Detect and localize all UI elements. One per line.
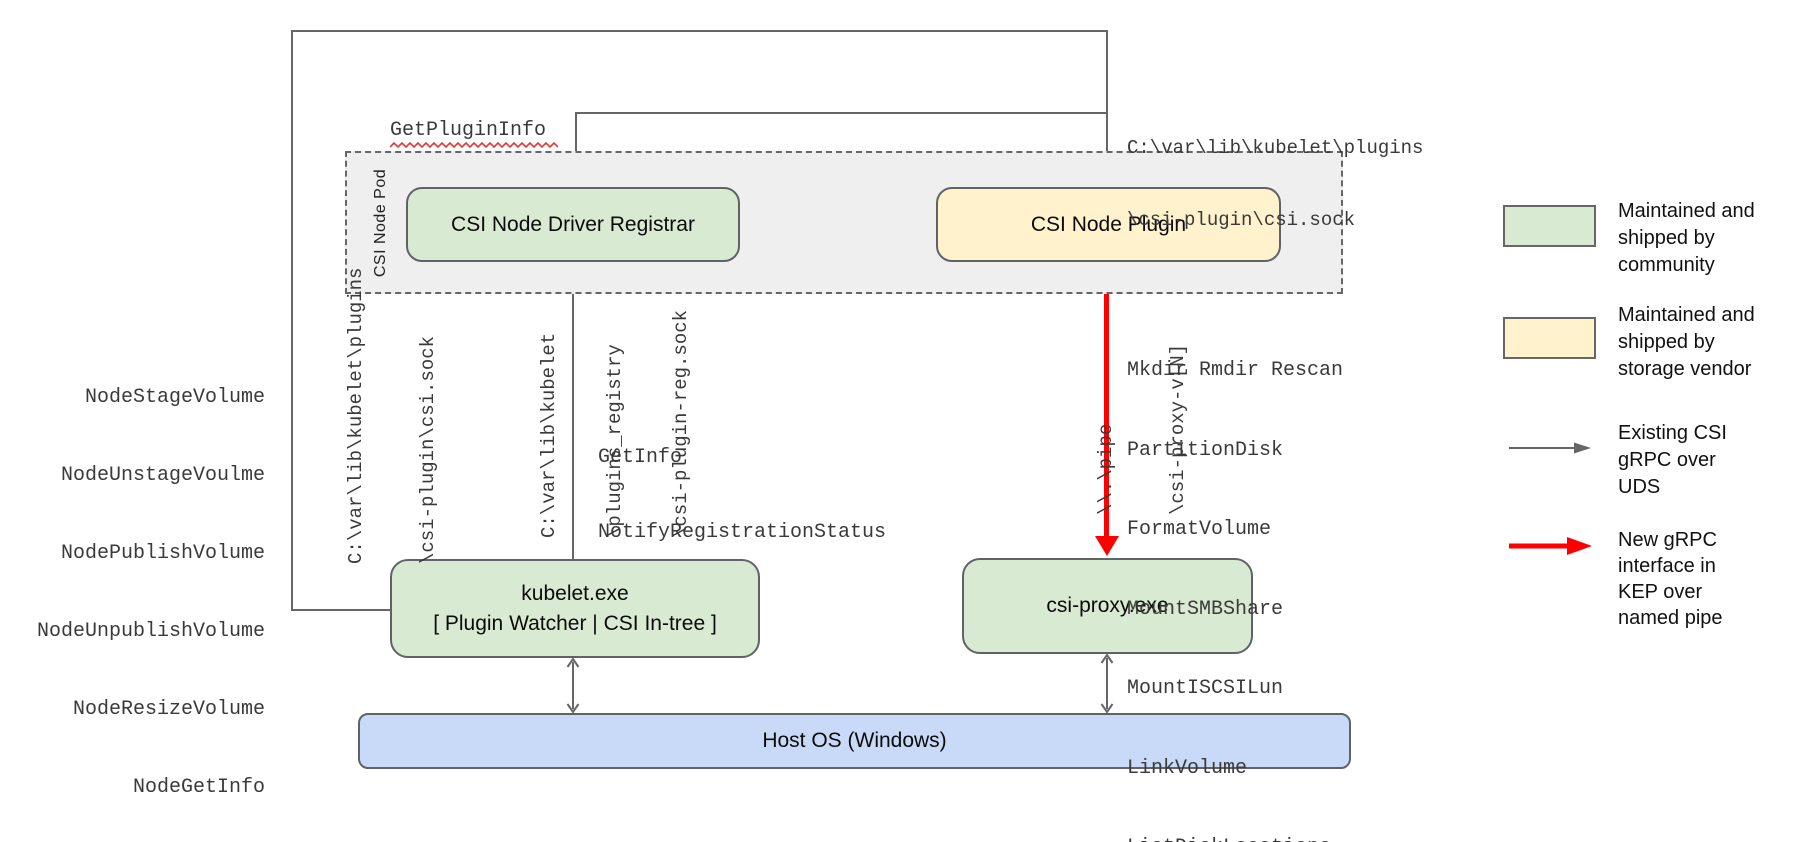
list-item: NotifyRegistrationStatus: [598, 521, 887, 544]
csi-sock-path-top: C:\var\lib\kubelet\plugins \csi-plugin\c…: [1127, 88, 1423, 280]
legend-line: shipped by: [1618, 227, 1715, 249]
get-plugin-info-label: GetPluginInfo: [390, 119, 547, 142]
legend-line: KEP over: [1618, 581, 1703, 603]
csi-sock-path-rotated: C:\var\lib\kubelet\plugins \csi-plugin\c…: [296, 264, 439, 564]
list-item: MountISCSILun: [1127, 677, 1284, 700]
csi-node-driver-registrar-box: CSI Node Driver Registrar: [406, 187, 740, 262]
kubelet-label-line2: [ Plugin Watcher | CSI In-tree ]: [433, 611, 717, 635]
named-pipe-line1: \\.\pipe: [1095, 423, 1117, 515]
plugin-label: CSI Node Plugin: [1030, 212, 1187, 236]
list-item: Mkdir Rmdir Rescan: [1127, 359, 1344, 382]
csi-sock-path-top-line2: \csi-plugin\csi.sock: [1127, 209, 1356, 231]
kubelet-label-line1: kubelet.exe: [521, 581, 629, 605]
kubelet-to-plugin-line-bottom: [291, 609, 392, 611]
registrar-getplugininfo-line-horiz: [576, 112, 1106, 114]
legend-entry-community: Maintained and shipped by community: [1618, 198, 1755, 279]
list-item: ListDiskLocations: [1127, 835, 1343, 842]
kubelet-hostos-double-arrow-icon: [566, 658, 580, 713]
legend-line: Maintained and: [1618, 304, 1755, 326]
node-methods-list: NodeStageVolume NodeUnstageVoulme NodePu…: [28, 333, 265, 842]
list-item: NodeGetInfo: [132, 776, 265, 799]
legend-entry-new-grpc: New gRPC interface in KEP over named pip…: [1618, 527, 1723, 631]
list-item: NodeStageVolume: [84, 386, 265, 409]
legend-line: named pipe: [1618, 607, 1723, 629]
legend-line: interface in: [1618, 555, 1716, 577]
list-item: LinkVolume: [1127, 756, 1248, 780]
legend-line: community: [1618, 254, 1715, 276]
legend-line: shipped by: [1618, 331, 1715, 353]
red-arrowhead-into-proxy-icon: [1095, 536, 1119, 556]
csi-node-plugin-box: CSI Node Plugin: [936, 187, 1281, 262]
plugin-arrow-shaft: [1106, 30, 1108, 176]
legend-red-arrow-icon: [1509, 537, 1592, 555]
legend-line: Existing CSI: [1618, 422, 1727, 444]
list-item: NodeResizeVolume: [72, 698, 265, 721]
kubelet-box: kubelet.exe [ Plugin Watcher | CSI In-tr…: [390, 559, 760, 658]
legend-line: UDS: [1618, 476, 1661, 498]
registration-methods-list: GetInfo NotifyRegistrationStatus: [598, 395, 886, 595]
list-item: NodeUnpublishVolume: [36, 620, 265, 643]
legend-line: storage vendor: [1618, 358, 1752, 380]
host-os-label: Host OS (Windows): [762, 729, 947, 752]
registration-sock-line1: C:\var\lib\kubelet: [538, 332, 560, 538]
list-item: PartitionDisk: [1127, 438, 1284, 462]
legend-line: Maintained and: [1618, 200, 1755, 222]
registrar-getplugininfo-line-vert: [575, 112, 577, 187]
kubelet-to-plugin-line-top: [291, 30, 1108, 32]
list-item: NodeUnstageVoulme: [60, 464, 265, 487]
csi-sock-path-rotated-line2: \csi-plugin\csi.sock: [417, 335, 439, 564]
list-item: FormatVolume: [1127, 518, 1272, 541]
kubelet-to-registrar-arrow-shaft: [572, 275, 574, 559]
legend-line: gRPC over: [1618, 449, 1716, 471]
registration-sock-path-rotated: C:\var\lib\kubelet \plugins_registry \cs…: [494, 298, 692, 538]
plugin-to-proxy-red-arrow-shaft: [1104, 262, 1109, 538]
kubelet-to-plugin-line-left: [291, 30, 293, 611]
red-squiggle-underline-icon: [390, 142, 558, 148]
legend-swatch-community-green: [1503, 205, 1596, 247]
named-pipe-path-rotated: \\.\pipe \csi-proxy-v[N]: [1046, 335, 1189, 515]
csi-node-pod-label: CSI Node Pod: [372, 168, 389, 278]
legend-entry-existing-grpc: Existing CSI gRPC over UDS: [1618, 420, 1727, 501]
host-os-box: Host OS (Windows): [358, 713, 1351, 769]
proxy-hostos-double-arrow-icon: [1100, 654, 1114, 713]
csi-sock-path-top-line1: C:\var\lib\kubelet\plugins: [1127, 137, 1424, 159]
list-item: GetInfo: [598, 446, 683, 469]
list-item: MountSMBShare: [1127, 597, 1284, 621]
proxy-methods-list: Mkdir Rmdir Rescan PartitionDisk FormatV…: [1127, 305, 1343, 842]
legend-swatch-vendor-yellow: [1503, 317, 1596, 359]
legend-line: New gRPC: [1618, 529, 1717, 551]
legend-gray-arrow-icon: [1509, 442, 1591, 454]
csi-sock-path-rotated-line1: C:\var\lib\kubelet\plugins: [345, 267, 367, 564]
list-item: NodePublishVolume: [60, 542, 265, 565]
csi-proxy-label: csi-proxy.exe: [1046, 594, 1169, 617]
registrar-label: CSI Node Driver Registrar: [451, 212, 695, 236]
legend-entry-vendor: Maintained and shipped by storage vendor: [1618, 302, 1755, 383]
csi-proxy-box: csi-proxy.exe: [962, 558, 1253, 654]
